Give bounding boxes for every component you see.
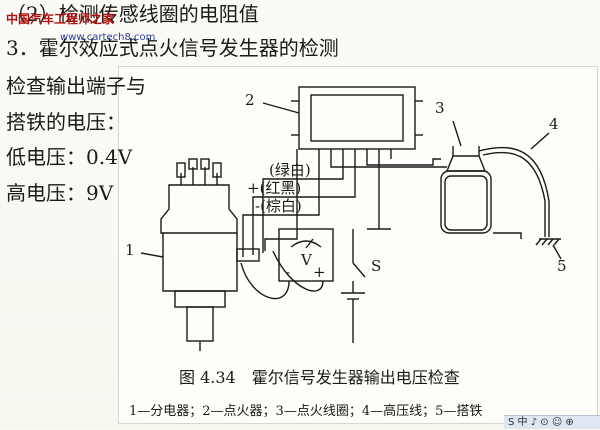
wire-green-white: [262, 159, 344, 253]
slide-line-2: 3．霍尔效应式点火信号发生器的检测: [6, 36, 339, 60]
meter-label: V: [300, 251, 313, 269]
meter-plus: +: [313, 263, 326, 281]
wire-label-red-black: +(红黑): [247, 179, 301, 197]
distributor-cap: [160, 184, 238, 234]
slide-line-3: 检查输出端子与: [6, 74, 146, 98]
label-2: 2: [245, 91, 255, 109]
switch-S: [352, 262, 366, 278]
watermark-name: 中国汽车工程师之家: [6, 12, 115, 26]
ime-tray[interactable]: S 中 ♪ ⊙ ☺ ⊕: [504, 415, 600, 429]
voltmeter: [278, 228, 334, 282]
wire-label-brown-white: -(棕白): [255, 197, 302, 215]
distributor-connector: [236, 248, 260, 262]
meter-minus: -: [285, 263, 290, 281]
watermark: 中国汽车工程师之家: [6, 10, 114, 27]
wire-label-green-white: (绿白): [269, 161, 311, 179]
label-1: 1: [125, 241, 135, 259]
wiring-diagram: (绿白) +(红黑) -(棕白) 1 2 3 4 5 S V - + 图 4.3…: [118, 66, 598, 424]
slide-line-6: 高电压：9V: [6, 181, 114, 205]
slide-line-5: 低电压：0.4V: [6, 145, 133, 169]
ignition-coil: [440, 170, 492, 234]
wire-brown-white: [242, 159, 320, 257]
switch-label: S: [371, 257, 381, 275]
watermark-url: www.cartech8.com: [60, 32, 156, 43]
label-3: 3: [435, 99, 445, 117]
figure-legend: 1—分电器；2—点火器；3—点火线圈；4—高压线；5—搭铁: [129, 403, 482, 419]
distributor-body: [162, 233, 238, 292]
figure-caption: 图 4.34 霍尔信号发生器输出电压检查: [179, 368, 460, 387]
coil-top: [445, 155, 487, 172]
slide-line-1: （2）检测传感线圈的电阻值: [6, 2, 259, 26]
label-4: 4: [549, 115, 559, 133]
diagram-svg: (绿白) +(红黑) -(棕白) 1 2 3 4 5 S V - + 图 4.3…: [125, 86, 567, 419]
wire-red-black: [252, 159, 356, 255]
ignition-module-inner: [310, 94, 404, 142]
label-5: 5: [557, 257, 567, 275]
ignition-module: [298, 86, 416, 150]
slide-line-4: 搭铁的电压：: [6, 110, 126, 134]
high-tension-lead: [478, 146, 550, 237]
